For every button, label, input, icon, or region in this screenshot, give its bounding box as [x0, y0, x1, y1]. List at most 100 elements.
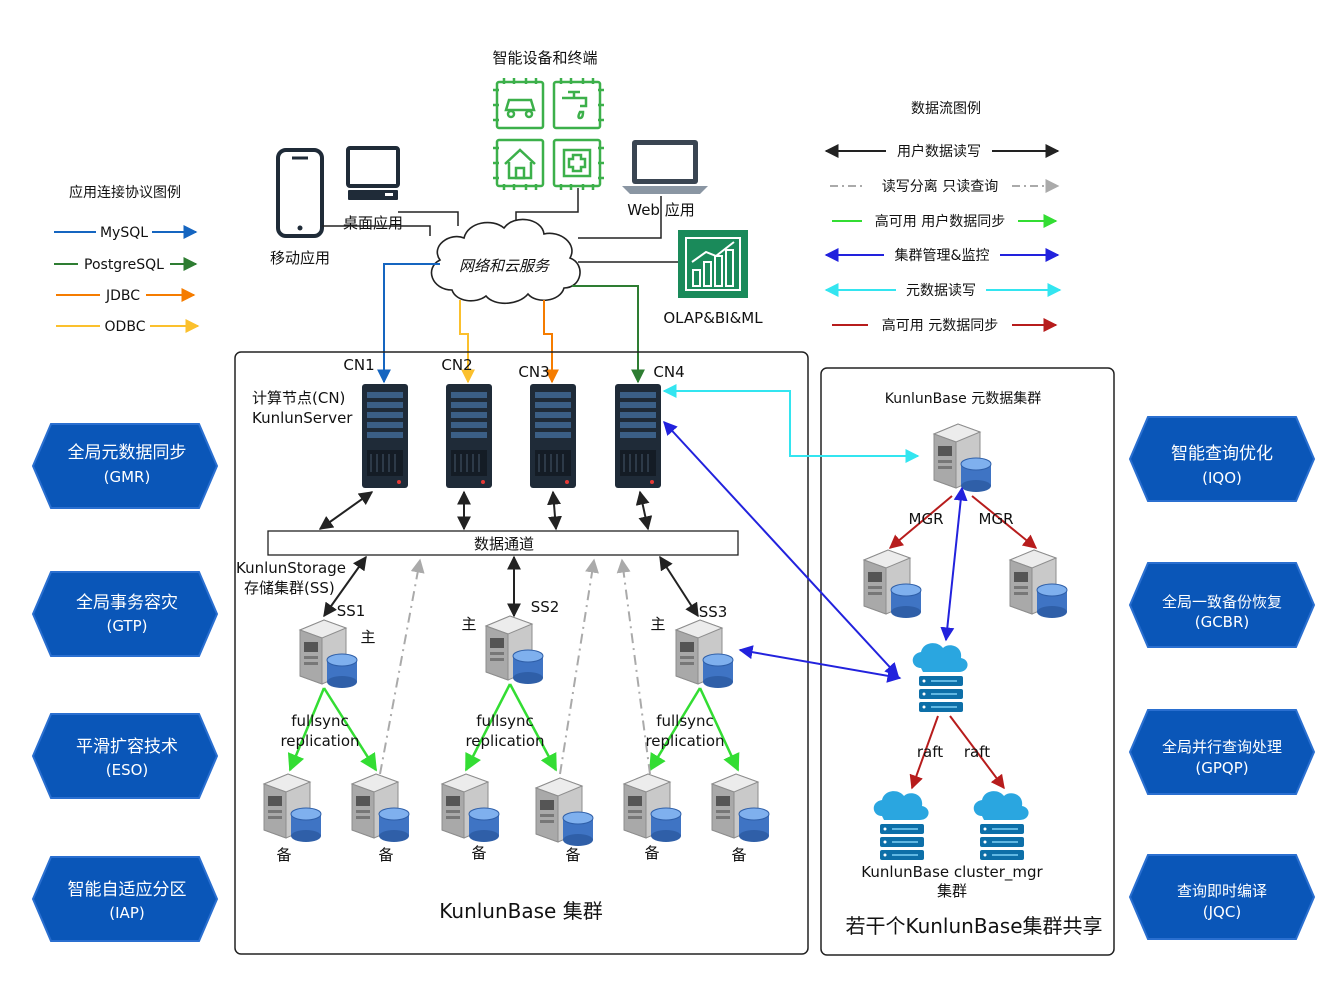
- ss3-backup2-db-icon: [711, 773, 770, 843]
- ss1-label: SS1: [337, 602, 366, 620]
- cn1-label: CN1: [343, 356, 374, 374]
- feature-eso-line1: 平滑扩容技术: [76, 737, 178, 757]
- feature-gtp-badge: [32, 571, 218, 657]
- cn2-label: CN2: [441, 356, 472, 374]
- meta-replica1-db-icon: [863, 549, 922, 619]
- feature-iap-line1: 智能自适应分区: [68, 880, 187, 900]
- smart-devices-icon: [493, 78, 604, 190]
- ss1-backup2-label: 备: [378, 846, 393, 864]
- legend-ha-meta-sync: 高可用 元数据同步: [882, 317, 998, 334]
- ss3-fullsync-line2: replication: [645, 732, 724, 750]
- feature-iqo-line1: 智能查询优化: [1171, 444, 1273, 464]
- cn1-server-icon: [361, 383, 409, 489]
- protocol-legend: [54, 225, 200, 333]
- dataflow-legend: [824, 144, 1062, 332]
- desktop-app-label: 桌面应用: [343, 214, 403, 232]
- feature-gtp-line2: (GTP): [106, 617, 147, 635]
- cn4-label: CN4: [653, 363, 684, 381]
- legend-meta-rw: 元数据读写: [906, 282, 976, 299]
- ss2-primary-db-icon: [485, 615, 544, 685]
- raft-left-label: raft: [917, 743, 943, 761]
- ss1-backup1-label: 备: [276, 846, 291, 864]
- ss1-fullsync-line1: fullsync: [291, 712, 349, 730]
- legend-cluster-mgmt: 集群管理&监控: [895, 247, 990, 264]
- ss1-backup1-db-icon: [263, 773, 322, 843]
- ss1-fullsync-line2: replication: [280, 732, 359, 750]
- feature-iap-line2: (IAP): [109, 904, 144, 922]
- protocol-legend-title: 应用连接协议图例: [69, 184, 181, 201]
- network-cloud-label: 网络和云服务: [459, 257, 551, 275]
- readonly-arrows: [379, 558, 651, 775]
- ss1-primary-db-icon: [299, 619, 358, 689]
- feature-eso-line2: (ESO): [106, 761, 149, 779]
- protocol-lines: [377, 263, 645, 384]
- laptop-icon: [622, 140, 708, 194]
- legend-user-rw: 用户数据读写: [897, 143, 981, 160]
- channel-ss-arrows: [323, 555, 699, 618]
- feature-gpqp-line1: 全局并行查询处理: [1162, 738, 1282, 756]
- mgr-right-label: MGR: [979, 510, 1014, 528]
- ss2-primary-label: 主: [461, 615, 476, 633]
- ss-title-line2: 存储集群(SS): [244, 579, 335, 597]
- raft-right-label: raft: [964, 743, 990, 761]
- cn-title-line2: KunlunServer: [252, 409, 353, 427]
- mgr-left-label: MGR: [909, 510, 944, 528]
- cluster-mgmt-arrows: [663, 420, 968, 683]
- data-channel-bar: [267, 530, 739, 556]
- ss2-backup1-db-icon: [441, 773, 500, 843]
- legend-postgresql: PostgreSQL: [84, 257, 164, 273]
- cluster-mgr-line2: 集群: [937, 882, 967, 900]
- cn-title-line1: 计算节点(CN): [252, 389, 345, 407]
- cn-channel-arrows: [318, 490, 653, 531]
- dataflow-legend-title: 数据流图例: [911, 101, 981, 117]
- ss3-backup2-label: 备: [731, 846, 746, 864]
- cluster-mgr-line1: KunlunBase cluster_mgr: [861, 863, 1043, 882]
- feature-jqc-line2: (JQC): [1203, 903, 1241, 921]
- fullsync-arrows: [287, 683, 740, 772]
- ss1-backup2-db-icon: [351, 773, 410, 843]
- legend-odbc: ODBC: [105, 319, 146, 335]
- ss3-fullsync-line1: fullsync: [656, 712, 714, 730]
- meta-shared-label: 若干个KunlunBase集群共享: [845, 914, 1102, 938]
- legend-ha-sync: 高可用 用户数据同步: [875, 213, 1005, 230]
- legend-jdbc: JDBC: [105, 288, 140, 304]
- smart-devices-label: 智能设备和终端: [492, 49, 597, 67]
- ss2-backup1-label: 备: [471, 844, 486, 862]
- ss3-primary-label: 主: [650, 615, 665, 633]
- mobile-phone-icon: [276, 148, 324, 238]
- cn3-server-icon: [529, 383, 577, 489]
- feature-gcbr-line1: 全局一致备份恢复: [1162, 593, 1282, 611]
- feature-gmr-badge: [32, 423, 218, 509]
- ss2-backup2-db-icon: [535, 777, 594, 847]
- cluster-mgr-cloud-icon: [911, 642, 969, 713]
- olap-label: OLAP&BI&ML: [663, 309, 763, 327]
- feature-gmr-line1: 全局元数据同步: [68, 443, 187, 463]
- ss2-backup2-label: 备: [565, 846, 580, 864]
- feature-gpqp-line2: (GPQP): [1195, 759, 1248, 777]
- ss2-fullsync-line2: replication: [465, 732, 544, 750]
- ss2-label: SS2: [531, 598, 560, 616]
- legend-mysql: MySQL: [100, 225, 148, 241]
- meta-replica2-db-icon: [1009, 549, 1068, 619]
- legend-rw-split: 读写分离 只读查询: [882, 178, 998, 195]
- raft-arrows: [909, 715, 1005, 790]
- analytics-chart-icon: [678, 230, 748, 298]
- metadata-rw-arrow: [662, 384, 920, 463]
- feature-gcbr-line2: (GCBR): [1195, 613, 1250, 631]
- device-connection-lines: [322, 188, 678, 263]
- ss3-backup1-db-icon: [623, 773, 682, 843]
- cluster-mgr-node2-icon: [972, 790, 1030, 861]
- desktop-computer-icon: [346, 146, 400, 200]
- feature-gmr-line2: (GMR): [104, 468, 151, 486]
- meta-primary-db-icon: [933, 423, 992, 493]
- ss2-fullsync-line1: fullsync: [476, 712, 534, 730]
- ss1-primary-label: 主: [360, 628, 375, 646]
- feature-jqc-line1: 查询即时编译: [1177, 882, 1267, 900]
- ss3-backup1-label: 备: [644, 844, 659, 862]
- cn2-server-icon: [445, 383, 493, 489]
- mobile-app-label: 移动应用: [270, 249, 330, 267]
- feature-iqo-line2: (IQO): [1202, 469, 1242, 487]
- data-channel-label: 数据通道: [474, 535, 534, 553]
